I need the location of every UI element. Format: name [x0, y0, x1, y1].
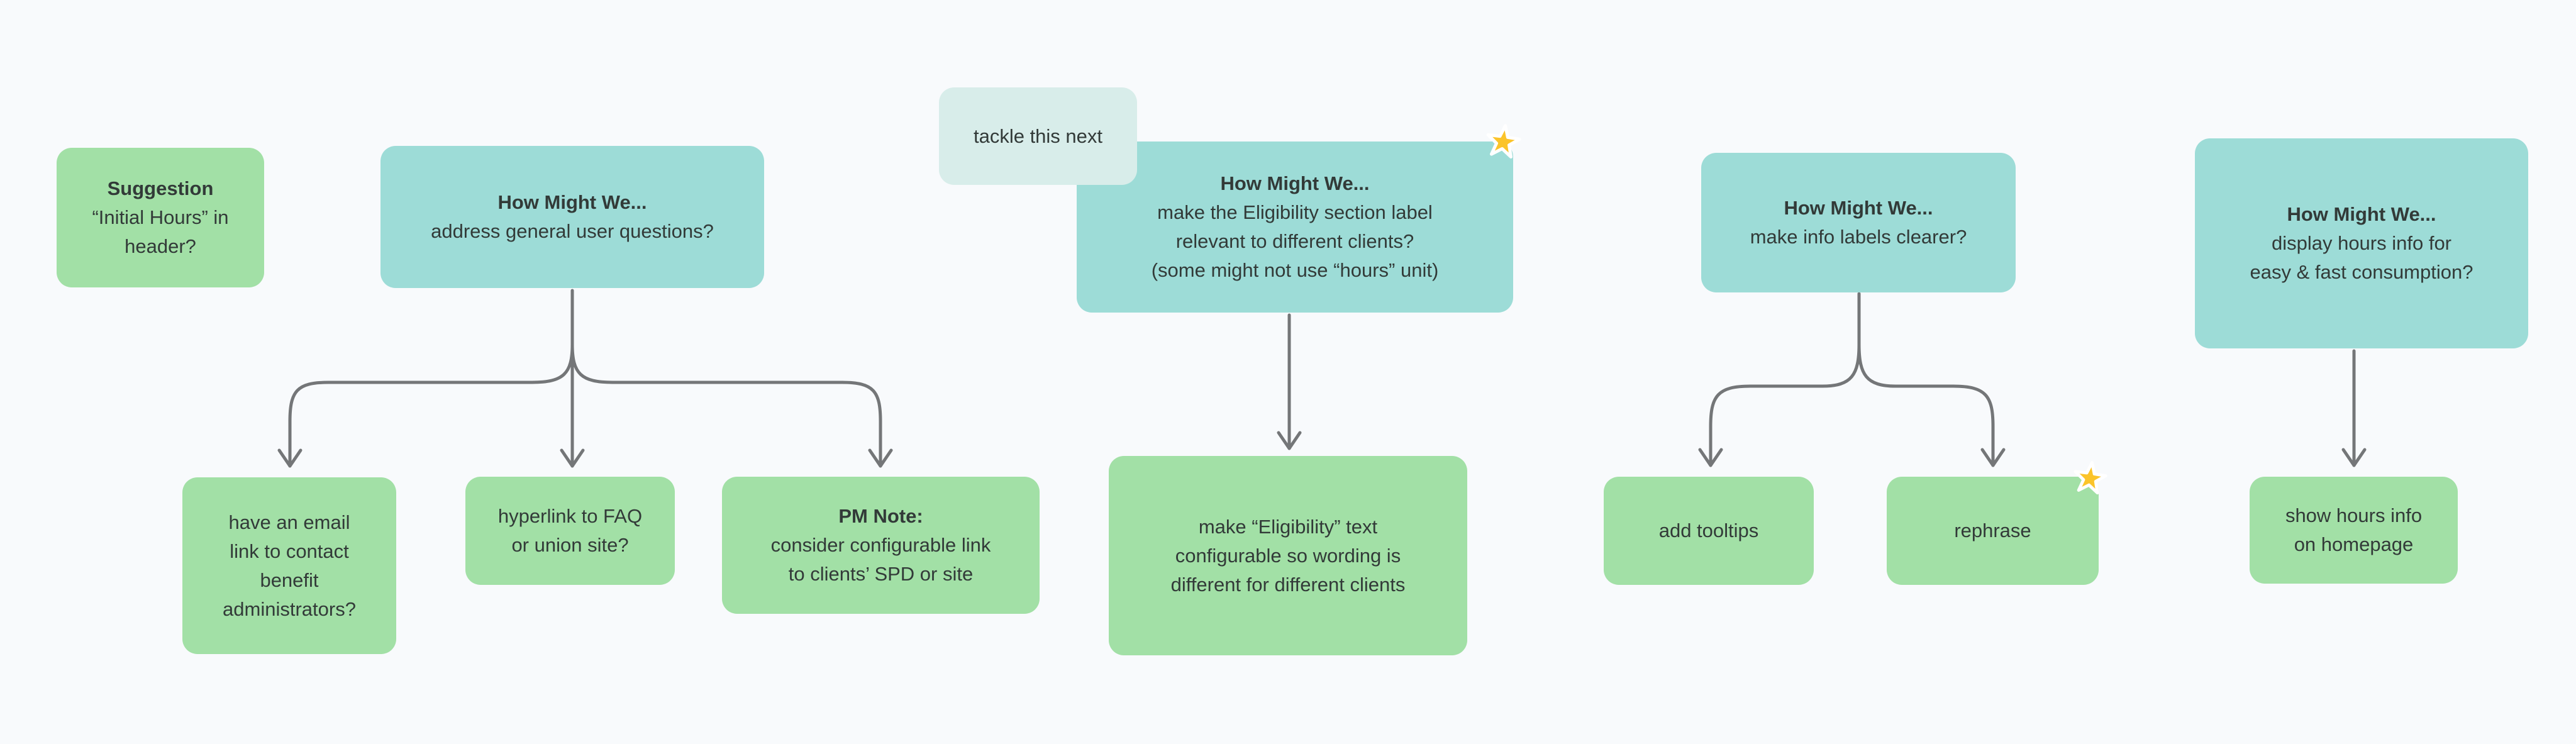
sticky-note-configurable-eligibility-text[interactable]: make “Eligibility” text configurable so … — [1109, 456, 1467, 655]
arrowhead-hmw1-left — [277, 448, 303, 468]
arrowhead-hmw1-center — [560, 448, 585, 468]
star-icon[interactable] — [2070, 459, 2110, 497]
note-body: “Initial Hours” in header? — [92, 206, 229, 257]
sticky-note-add-tooltips[interactable]: add tooltips — [1604, 477, 1814, 585]
note-body: tackle this next — [973, 125, 1103, 147]
sticky-note-tackle-this-next[interactable]: tackle this next — [939, 87, 1137, 185]
sticky-note-hmw-display-hours[interactable]: How Might We... display hours info for e… — [2195, 138, 2528, 348]
note-title: How Might We... — [1784, 197, 1933, 219]
sticky-note-email-link[interactable]: have an email link to contact benefit ad… — [182, 477, 396, 654]
note-body: make info labels clearer? — [1750, 226, 1967, 248]
arrowhead-hmw2 — [1277, 431, 1302, 450]
arrowhead-hmw3-left — [1698, 448, 1723, 467]
note-title: PM Note: — [838, 505, 923, 527]
sticky-note-rephrase[interactable]: rephrase — [1887, 477, 2099, 585]
note-body: address general user questions? — [431, 220, 714, 242]
note-body: consider configurable link to clients’ S… — [770, 534, 991, 585]
sticky-note-pm-note[interactable]: PM Note: consider configurable link to c… — [722, 477, 1040, 614]
sticky-note-suggestion[interactable]: Suggestion “Initial Hours” in header? — [57, 148, 264, 287]
note-body: rephrase — [1954, 519, 2031, 541]
note-body: add tooltips — [1658, 519, 1759, 541]
note-body: hyperlink to FAQ or union site? — [497, 505, 643, 556]
note-body: show hours info on homepage — [2285, 504, 2423, 555]
sticky-note-hmw-general-questions[interactable]: How Might We... address general user que… — [380, 146, 764, 288]
note-body: make “Eligibility” text configurable so … — [1170, 515, 1406, 596]
note-body: have an email link to contact benefit ad… — [223, 511, 356, 620]
note-body: make the Eligibility section label relev… — [1151, 201, 1439, 281]
connector-hmw1-branch-left[interactable] — [288, 343, 574, 468]
note-title: How Might We... — [497, 191, 647, 213]
sticky-note-hmw-info-labels[interactable]: How Might We... make info labels clearer… — [1701, 153, 2016, 292]
star-icon[interactable] — [1482, 122, 1523, 162]
note-body: display hours info for easy & fast consu… — [2250, 232, 2473, 283]
connector-hmw3-branch-right[interactable] — [1857, 343, 1995, 467]
connector-hmw3-branch-left[interactable] — [1709, 343, 1861, 467]
arrowhead-hmw3-right — [1980, 448, 2006, 467]
note-title: How Might We... — [1220, 172, 1370, 194]
note-title: Suggestion — [107, 177, 214, 199]
arrowhead-hmw4 — [2341, 448, 2367, 467]
sticky-note-show-hours-homepage[interactable]: show hours info on homepage — [2250, 477, 2458, 584]
sticky-note-hyperlink-faq[interactable]: hyperlink to FAQ or union site? — [465, 477, 675, 585]
sticky-note-hmw-eligibility-label[interactable]: How Might We... make the Eligibility sec… — [1077, 142, 1513, 313]
arrowhead-hmw1-right — [868, 448, 893, 468]
note-title: How Might We... — [2287, 203, 2436, 225]
connector-hmw1-branch-right[interactable] — [570, 343, 882, 468]
